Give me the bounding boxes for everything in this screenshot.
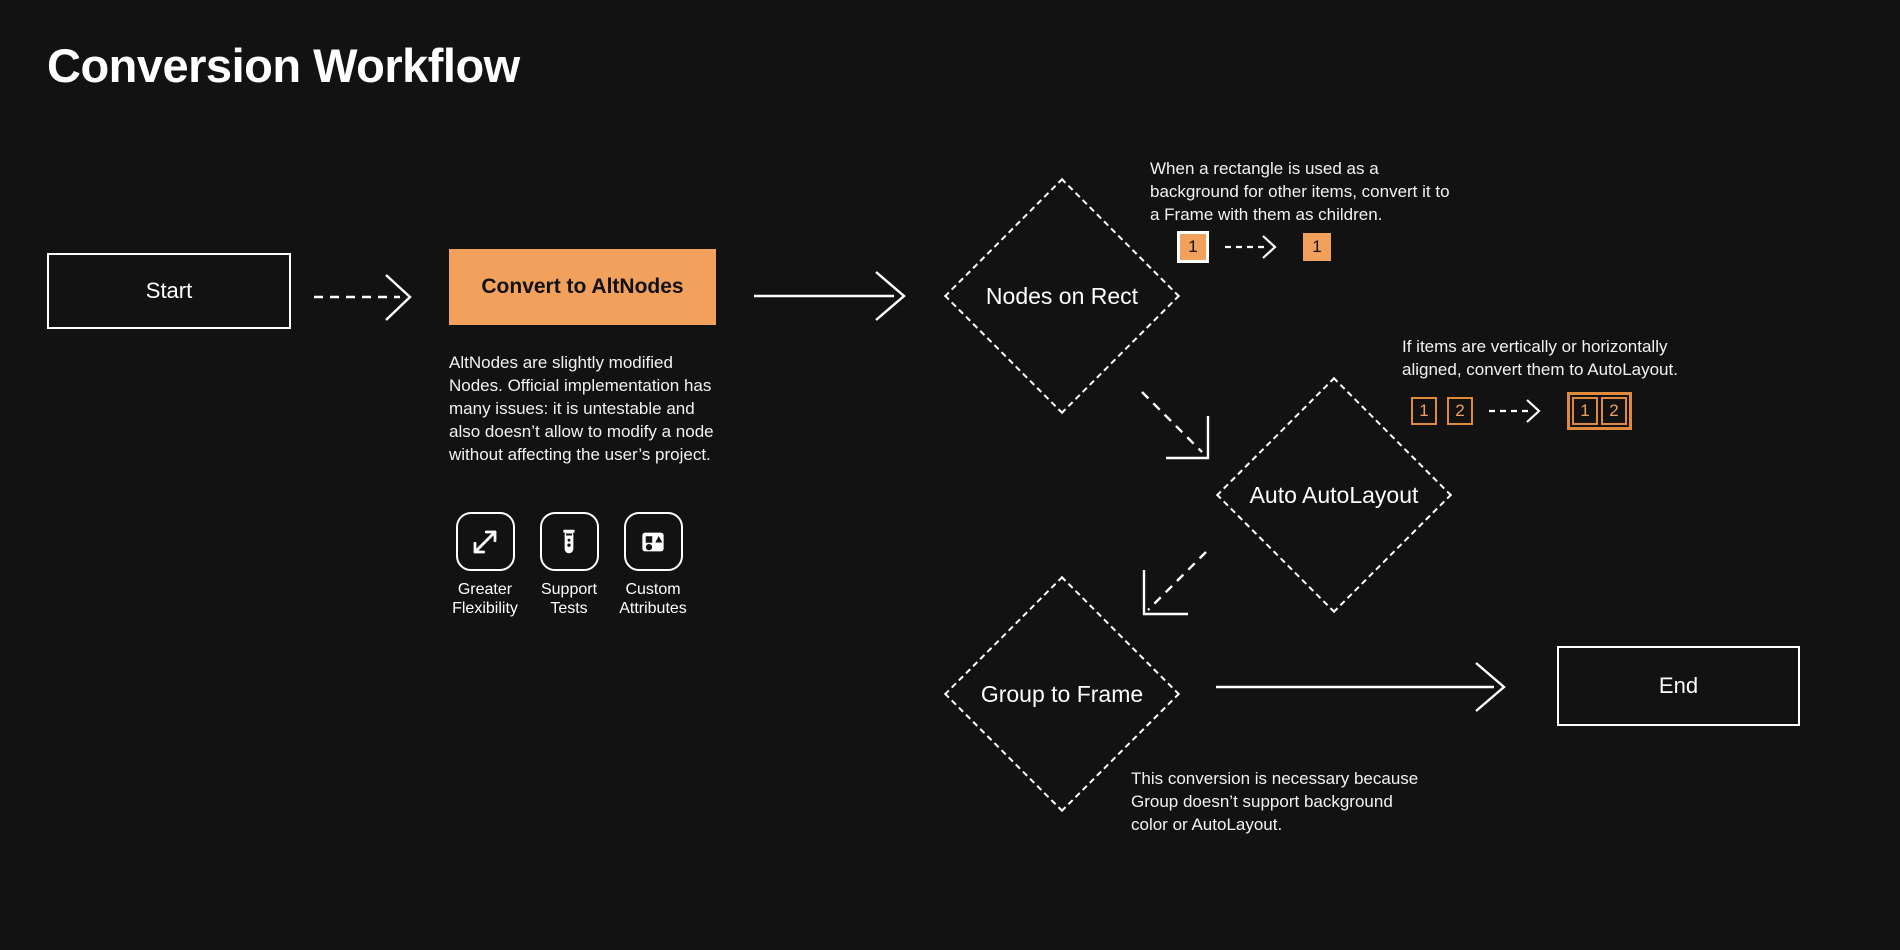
node-end-label: End bbox=[1658, 673, 1699, 698]
node-start[interactable]: Start bbox=[47, 253, 291, 329]
feature-badge bbox=[455, 512, 515, 571]
node-nodes-on-rect-label: Nodes on Rect bbox=[985, 282, 1139, 309]
auto-autolayout-note: If items are vertically or horizontally … bbox=[1402, 337, 1678, 379]
test-tube-icon bbox=[563, 529, 575, 553]
feature-custom-attributes[interactable]: Custom Attributes bbox=[619, 512, 687, 618]
feature-greater-flexibility[interactable]: Greater Flexibility bbox=[452, 512, 518, 618]
convert-description: AltNodes are slightly modified Nodes. Of… bbox=[449, 353, 714, 464]
arrow-auto-autolayout-to-group-to-frame bbox=[1142, 551, 1207, 616]
mini-badge-after-frame: 1 2 bbox=[1567, 392, 1632, 430]
mini-badge-before-1: 1 bbox=[1411, 397, 1437, 425]
page-title: Conversion Workflow bbox=[47, 39, 520, 92]
feature-label: Custom Attributes bbox=[619, 581, 687, 618]
dashed-arrow-icon bbox=[1489, 399, 1541, 423]
expand-arrows-icon bbox=[473, 530, 497, 553]
mini-badge-before-1: 1 bbox=[1177, 231, 1209, 263]
feature-label: Greater Flexibility bbox=[452, 581, 518, 618]
node-convert-label: Convert to AltNodes bbox=[481, 275, 684, 298]
feature-support-tests[interactable]: Support Tests bbox=[536, 512, 602, 618]
feature-badge bbox=[539, 512, 599, 571]
node-end[interactable]: End bbox=[1557, 646, 1800, 726]
node-auto-autolayout[interactable]: Auto AutoLayout bbox=[1215, 376, 1453, 614]
group-to-frame-note: This conversion is necessary because Gro… bbox=[1131, 769, 1419, 834]
arrow-start-to-convert bbox=[314, 274, 412, 321]
mini-badge-before-group: 1 2 bbox=[1411, 397, 1473, 425]
feature-label: Support Tests bbox=[540, 581, 598, 618]
node-auto-autolayout-label: Auto AutoLayout bbox=[1249, 481, 1419, 508]
feature-list: Greater Flexibility Support Tests bbox=[452, 512, 687, 618]
node-group-to-frame-label: Group to Frame bbox=[980, 680, 1144, 707]
nodes-on-rect-note: When a rectangle is used as a background… bbox=[1150, 159, 1450, 224]
auto-autolayout-illustration: 1 2 1 2 bbox=[1411, 392, 1632, 430]
mini-badge-after-1: 1 bbox=[1572, 397, 1598, 425]
mini-arrow-icon bbox=[1225, 234, 1287, 260]
mini-badge-after-1: 1 bbox=[1303, 233, 1331, 261]
mini-badge-before-2: 2 bbox=[1447, 397, 1473, 425]
arrow-convert-to-nodes-on-rect bbox=[754, 271, 906, 321]
shapes-attributes-icon bbox=[642, 532, 664, 551]
mini-arrow-icon bbox=[1489, 398, 1551, 424]
node-group-to-frame[interactable]: Group to Frame bbox=[943, 575, 1181, 813]
node-convert-to-altnodes[interactable]: Convert to AltNodes bbox=[449, 249, 716, 325]
arrow-nodes-on-rect-to-auto-autolayout bbox=[1141, 391, 1210, 460]
feature-badge bbox=[623, 512, 683, 571]
arrow-group-to-frame-to-end bbox=[1216, 662, 1506, 712]
node-nodes-on-rect[interactable]: Nodes on Rect bbox=[943, 177, 1181, 415]
dashed-arrow-icon bbox=[1225, 235, 1277, 259]
mini-badge-after-2: 2 bbox=[1601, 397, 1627, 425]
node-start-label: Start bbox=[145, 278, 193, 303]
nodes-on-rect-illustration: 1 1 bbox=[1177, 231, 1331, 263]
